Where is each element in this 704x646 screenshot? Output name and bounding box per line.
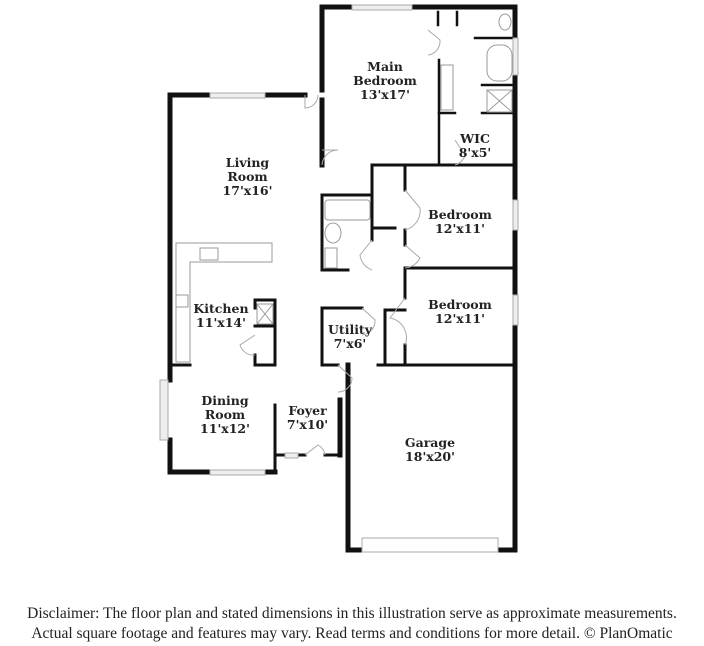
room-dimensions: 7'x10' (286, 417, 329, 432)
door-swings (239, 29, 466, 456)
room-dimensions: 12'x11' (435, 311, 485, 326)
room-dimensions: 11'x14' (196, 315, 246, 330)
room-label-wic: WIC 8'x5' (445, 132, 505, 160)
windows (159, 4, 519, 553)
room-name: Bedroom (428, 207, 492, 222)
room-name: Foyer (288, 403, 327, 418)
room-dimensions: 13'x17' (360, 87, 410, 102)
room-label-dining-room: Dining Room 11'x12' (190, 394, 260, 436)
room-label-living-room: Living Room 17'x16' (210, 156, 285, 198)
room-name: Living (225, 155, 270, 170)
room-label-main-bedroom: Main Bedroom 13'x17' (340, 60, 430, 102)
room-label-foyer: Foyer 7'x10' (280, 404, 335, 432)
room-dimensions: 11'x12' (200, 421, 250, 436)
walls (167, 4, 518, 553)
room-name: Main (367, 59, 403, 74)
room-name: Bedroom (353, 73, 417, 88)
room-label-utility: Utility 7'x6' (324, 323, 376, 351)
disclaimer: Disclaimer: The floor plan and stated di… (0, 604, 704, 644)
room-label-bedroom-2: Bedroom 12'x11' (420, 298, 500, 326)
room-name: Room (227, 169, 268, 184)
disclaimer-line-2: Actual square footage and features may v… (31, 625, 673, 642)
room-dimensions: 8'x5' (458, 145, 492, 160)
room-name: Garage (404, 435, 456, 450)
room-label-bedroom-1: Bedroom 12'x11' (420, 208, 500, 236)
room-name: Room (204, 407, 246, 422)
room-dimensions: 18'x20' (405, 449, 455, 464)
room-name: Utility (328, 322, 372, 337)
room-name: WIC (460, 131, 490, 146)
room-dimensions: 17'x16' (222, 183, 273, 198)
room-dimensions: 12'x11' (435, 221, 485, 236)
room-name: Dining (201, 393, 249, 408)
room-name: Kitchen (193, 301, 249, 316)
disclaimer-line-1: Disclaimer: The floor plan and stated di… (27, 605, 677, 622)
room-label-garage: Garage 18'x20' (395, 436, 465, 464)
room-label-kitchen: Kitchen 11'x14' (190, 302, 252, 330)
room-name: Bedroom (428, 297, 492, 312)
fixtures (175, 13, 513, 363)
room-dimensions: 7'x6' (333, 336, 367, 351)
floor-plan-drawing (159, 4, 519, 553)
